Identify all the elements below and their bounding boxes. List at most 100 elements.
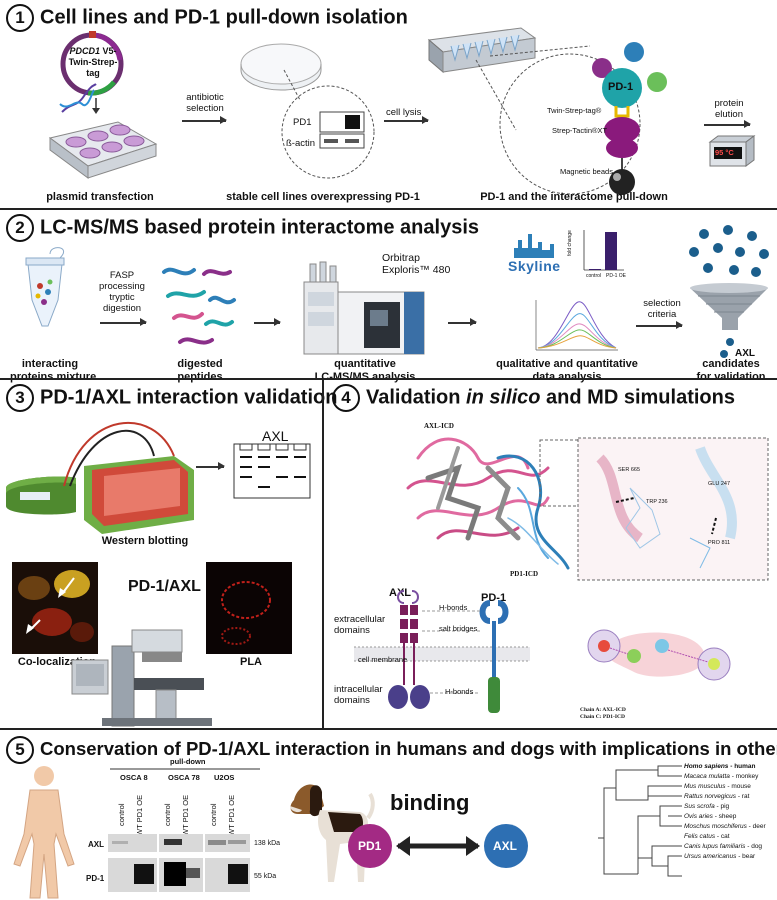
- caption-pla: PLA: [240, 656, 262, 668]
- step-fasp-line4: digestion: [102, 303, 142, 314]
- species-common: - deer: [746, 823, 766, 830]
- species-item: Canis lupus familiaris - dog: [684, 842, 766, 852]
- residue-trp: TRP 236: [646, 499, 668, 505]
- skyline-logo: [514, 234, 554, 258]
- species-latin: Felis catus: [684, 833, 716, 840]
- caption-pulldown: PD-1 and the interactome pull-down: [480, 191, 668, 203]
- bar-chart-x1: control: [586, 273, 602, 279]
- species-common: - bear: [736, 853, 756, 860]
- membrane-receptor-diagram: [354, 590, 530, 713]
- section-1-header: 1 Cell lines and PD-1 pull-down isolation: [6, 4, 408, 32]
- caption-line1: interacting: [21, 358, 79, 370]
- caption-candidates: candidates for validation: [690, 358, 772, 384]
- species-common: - monkey: [729, 773, 759, 780]
- extracellular-line2: domains: [334, 625, 370, 636]
- section-number: 3: [6, 384, 34, 412]
- plasmid-label: PDCD1 V5- Twin-Strep- tag: [67, 46, 119, 79]
- species-item: Macaca mulatta - monkey: [684, 772, 766, 782]
- species-latin: Homo sapiens: [684, 763, 729, 770]
- unknown-protein-3: ?: [654, 60, 660, 70]
- arrow-down-icon: [92, 98, 100, 114]
- species-item: Rattus norvegicus - rat: [684, 792, 766, 802]
- caption-qualitative: qualitative and quantitative data analys…: [482, 358, 652, 384]
- species-latin: Macaca mulatta: [684, 773, 730, 780]
- step-fasp-line1: FASP: [109, 270, 135, 281]
- species-item: Ursus americanus - bear: [684, 852, 766, 862]
- kda-138: 138 kDa: [254, 840, 281, 847]
- heat-temperature: 95 °C: [715, 148, 734, 157]
- step-antibiotic-line1: antibiotic: [186, 92, 224, 103]
- section-divider: [0, 728, 777, 730]
- caption-line2: proteins mixture: [10, 371, 97, 383]
- extracellular-label: extracellular domains: [334, 614, 385, 636]
- lane-label: control: [163, 803, 172, 826]
- section-divider: [0, 208, 777, 210]
- species-item: Homo sapiens - human: [684, 762, 766, 772]
- extracellular-line1: extracellular: [334, 614, 386, 625]
- intracellular-line2: domains: [334, 695, 370, 706]
- section-number: 1: [6, 4, 34, 32]
- western-blot-gel: [233, 443, 311, 499]
- section-title: Cell lines and PD-1 pull-down isolation: [40, 6, 408, 29]
- step-cell-lysis: cell lysis: [386, 107, 422, 118]
- species-item: Felis catus - cat: [684, 832, 766, 842]
- dog-icon: [290, 784, 375, 882]
- arrow-right: [196, 463, 225, 469]
- step-antibiotic-selection: antibiotic selection: [178, 92, 232, 114]
- species-common: - dog: [745, 843, 763, 850]
- skyline-label: Skyline: [508, 258, 561, 274]
- step-fasp: FASP processing tryptic digestion: [97, 270, 147, 314]
- electrophoresis-icon: [6, 422, 194, 534]
- pd1-axl-label: PD-1/AXL: [128, 578, 201, 595]
- salt-bridges-label: salt bridges: [439, 624, 478, 633]
- caption-line1: quantitative: [334, 358, 396, 370]
- binding-label: binding: [390, 790, 470, 815]
- pulldown-western-blot: [108, 834, 250, 892]
- section-number: 4: [332, 384, 360, 412]
- blot-row-axl: AXL: [88, 840, 104, 849]
- caption-interacting-mixture: interacting proteins mixture: [10, 358, 97, 384]
- step-fasp-line3: tryptic: [109, 292, 135, 303]
- arrow-right: [704, 121, 751, 127]
- species-common: - mouse: [725, 783, 751, 790]
- column-divider: [322, 380, 324, 728]
- pulldown-callout: [475, 45, 641, 195]
- species-latin: Mus musculus: [684, 783, 726, 790]
- section-title-post: and MD simulations: [540, 386, 735, 409]
- step-selection-line2: criteria: [647, 309, 677, 320]
- blot-pd1-label: PD1: [293, 117, 312, 128]
- mass-spectrometer-icon: [303, 261, 425, 355]
- caption-line1: candidates: [702, 358, 760, 370]
- axl-icd-label: AXL-ICD: [424, 422, 454, 430]
- protein-structure-image: [406, 437, 570, 570]
- intracellular-label: intracellular domains: [334, 684, 383, 706]
- twin-strep-tag-label: Twin-Strep-tag®: [547, 106, 602, 115]
- tube-rack-icon: [427, 27, 537, 74]
- binding-pd1: PD1: [358, 839, 382, 853]
- species-common: - cat: [715, 833, 730, 840]
- caption-line2: LC-MS/MS analysis: [314, 371, 416, 383]
- blot-actin-label: ß-actin: [286, 138, 316, 149]
- residue-glu: GLU 247: [708, 481, 731, 487]
- cell-line-osca78: OSCA 78: [168, 773, 200, 782]
- heat-block-icon: [708, 135, 756, 167]
- caption-plasmid-transfection: plasmid transfection: [46, 191, 154, 203]
- pd1-complex-diagram: [592, 42, 667, 195]
- gel-axl-label: AXL: [262, 428, 289, 444]
- step-protein-elution: protein elution: [707, 98, 751, 120]
- arrow-right: [254, 319, 281, 325]
- pd1-protein-label: PD-1: [608, 81, 634, 93]
- species-item: Mus musculus - mouse: [684, 782, 766, 792]
- pla-image: [206, 562, 292, 654]
- section-number: 2: [6, 214, 34, 242]
- bar-chart-x2: PD-1 OE: [606, 273, 627, 279]
- colocalization-image: [12, 562, 98, 654]
- species-common: - human: [728, 763, 756, 770]
- interaction-map: [587, 629, 731, 681]
- peptides-icon: [162, 267, 236, 345]
- lane-label: WT PD1 OE: [227, 794, 236, 836]
